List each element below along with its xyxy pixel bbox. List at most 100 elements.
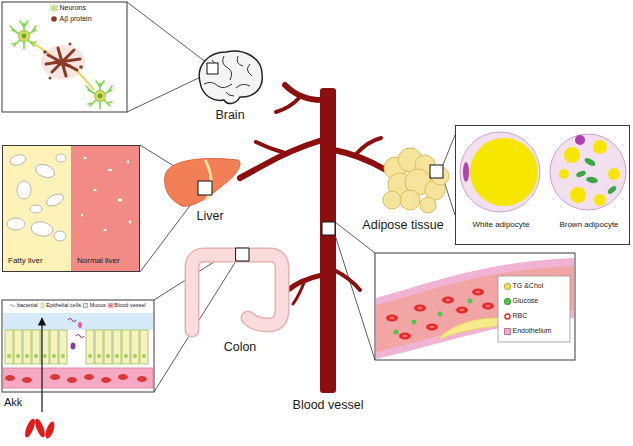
red-blood-cells <box>460 309 465 312</box>
fat-droplets <box>30 205 42 213</box>
adipocyte-inset <box>460 132 540 212</box>
brain <box>204 56 252 96</box>
red-blood-cells <box>403 335 408 338</box>
red-blood-cells <box>101 377 111 383</box>
red-blood-cells <box>5 374 147 383</box>
bacteria <box>68 319 76 322</box>
lipid-droplets <box>593 140 607 154</box>
cell-nuclei <box>97 354 101 358</box>
colon <box>192 255 282 330</box>
organ-name: Blood vessel <box>293 398 364 412</box>
epithelial-cells <box>23 330 31 364</box>
organ-name: Colon <box>224 340 257 354</box>
brain <box>207 63 218 74</box>
normal-droplets <box>118 198 123 202</box>
legend-entry: Endothelium <box>504 327 551 335</box>
legend-text: Epithelial cells <box>46 302 81 308</box>
legend-icon <box>504 313 511 320</box>
bacterium-name: Akk <box>4 396 22 409</box>
fat-droplets <box>34 162 57 180</box>
colon-inset <box>2 300 154 412</box>
epithelial-cells <box>5 330 13 364</box>
lipid-droplets <box>559 140 620 206</box>
legend-entry: bacterial <box>10 302 37 308</box>
cell-nuclei <box>88 354 92 358</box>
blood-vessel <box>276 97 300 112</box>
epithelial-cells <box>5 330 148 364</box>
cell-nuclei <box>106 354 110 358</box>
neuron-symbol <box>10 21 36 49</box>
inset-panel: Fatty liverNormal liver <box>2 145 140 272</box>
legend-swatch <box>504 283 511 290</box>
adipocyte-inset <box>455 125 630 245</box>
legend-entry: TG &Chol <box>504 282 543 290</box>
mitochondria <box>586 176 599 184</box>
vessel-inset <box>375 253 575 360</box>
legend-entry: Blood vessel <box>108 302 146 308</box>
organ-name: Liver <box>196 209 223 223</box>
adipocyte-inset <box>575 135 585 145</box>
amyloid-dots <box>49 77 52 80</box>
red-blood-cells <box>426 324 438 331</box>
epithelial-cells <box>104 330 112 364</box>
fat-droplets <box>56 154 66 162</box>
adipose-tissue <box>400 190 420 210</box>
red-blood-cells <box>67 377 77 383</box>
epithelial-cells <box>95 330 103 364</box>
epithelial-cells <box>122 330 130 364</box>
blood-vessel <box>320 88 336 393</box>
bacteria <box>68 319 84 350</box>
brain-inset <box>30 41 94 90</box>
glucose-dots <box>438 312 443 317</box>
liver-inset <box>2 145 71 272</box>
amyloid-plaque <box>55 62 70 66</box>
normal-droplets <box>129 220 132 224</box>
panel-caption: Brown adipocyte <box>559 220 618 229</box>
lipid-droplets <box>570 187 586 203</box>
brain <box>199 51 262 103</box>
fat-droplets <box>7 153 66 241</box>
leader-lines <box>127 2 455 392</box>
red-blood-cells <box>486 305 491 308</box>
legend-text: TG &Chol <box>513 282 544 290</box>
leader-lines <box>443 135 455 165</box>
cell-nuclei <box>142 354 146 358</box>
epithelial-cells <box>113 330 121 364</box>
cell-nuclei <box>7 354 146 358</box>
legend-text: Mucus <box>90 302 106 308</box>
legend-entry: Glucose <box>504 297 538 305</box>
lipid-droplets <box>559 169 569 179</box>
red-blood-cells <box>50 374 60 380</box>
red-blood-cells <box>137 376 147 382</box>
colon-inset <box>2 300 154 392</box>
glucose-dots <box>468 299 473 304</box>
red-blood-cells <box>482 303 494 310</box>
legend-entry: Epithelial cells <box>40 302 81 308</box>
epithelial-cells <box>131 330 139 364</box>
akk-bacteria <box>23 417 56 439</box>
red-blood-cells <box>118 374 128 380</box>
legend-icon <box>40 303 45 308</box>
legend-icon <box>10 303 15 308</box>
amyloid-dots <box>79 65 83 69</box>
legend-text: Aβ protein <box>60 15 92 23</box>
red-blood-cells <box>84 374 94 380</box>
brain <box>199 51 262 103</box>
adipocyte-inset <box>550 134 626 210</box>
blood-vessel <box>240 85 386 393</box>
inset-panel: White adipocyteBrown adipocyte <box>455 125 630 245</box>
akk-bacteria <box>33 417 47 438</box>
normal-droplets <box>83 157 87 160</box>
amyloid-dots <box>43 43 83 80</box>
bacteria <box>71 343 76 350</box>
red-blood-cells <box>418 307 423 310</box>
normal-droplets <box>93 189 97 192</box>
red-blood-cells <box>399 333 411 340</box>
blood-vessel <box>285 85 322 100</box>
colon <box>192 255 282 330</box>
liver <box>165 159 240 207</box>
amyloid-dots <box>69 43 72 46</box>
legend-icon <box>41 303 44 308</box>
